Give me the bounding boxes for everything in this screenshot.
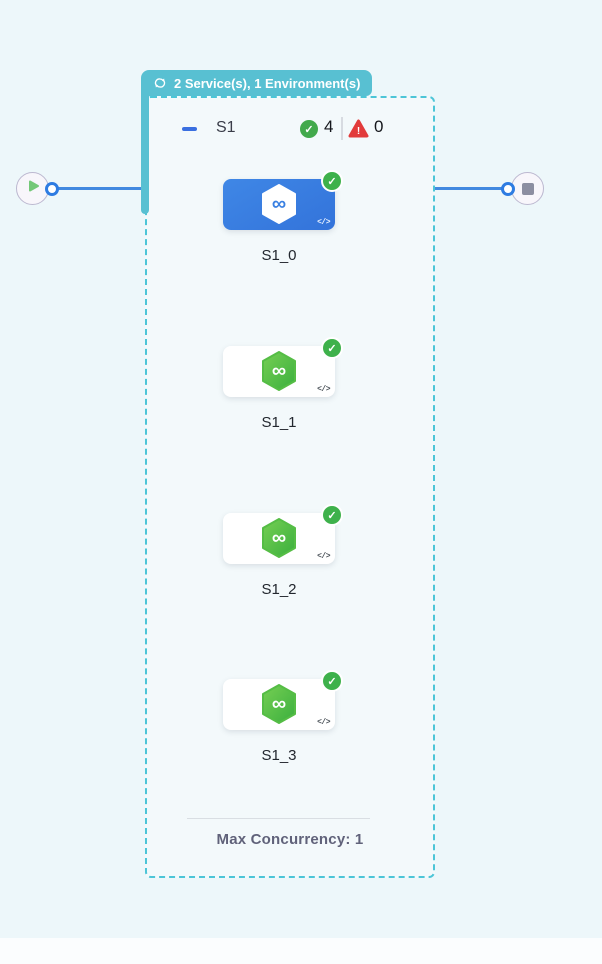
svg-text:!: ! (357, 126, 360, 137)
stage-badge-tail (141, 94, 149, 214)
success-count: 4 (324, 117, 334, 136)
code-icon: </> (317, 552, 330, 561)
service-hexagon-icon: ∞ (261, 684, 297, 729)
svg-text:∞: ∞ (272, 693, 286, 715)
collapse-stage-icon[interactable] (182, 127, 197, 131)
service-hexagon-icon: ∞ (261, 184, 297, 229)
count-divider (341, 117, 343, 140)
success-status-icon: ✓ (321, 670, 343, 692)
step-card-s1-1[interactable]: ✓ ∞ </> (223, 337, 343, 397)
code-icon: </> (317, 718, 330, 727)
success-status-icon: ✓ (321, 170, 343, 192)
service-hexagon-icon: ∞ (261, 351, 297, 396)
failure-count: 0 (374, 117, 384, 136)
step-card-s1-0[interactable]: ✓ ∞ </> (223, 170, 343, 230)
svg-text:∞: ∞ (272, 360, 286, 382)
pipeline-start-node[interactable] (16, 172, 49, 205)
services-environments-badge[interactable]: 2 Service(s), 1 Environment(s) (141, 70, 373, 96)
stage-input-port (45, 182, 59, 196)
stage-output-port (501, 182, 515, 196)
step-label: S1_2 (261, 581, 297, 598)
stop-icon (521, 182, 534, 195)
step-label: S1_1 (261, 414, 297, 431)
svg-text:∞: ∞ (272, 193, 286, 215)
success-status-icon: ✓ (321, 504, 343, 526)
step-card-s1-3[interactable]: ✓ ∞ </> (223, 670, 343, 730)
warning-triangle-icon: ! (348, 119, 369, 144)
footer-divider (187, 818, 370, 819)
loop-icon (153, 76, 167, 90)
max-concurrency-label: Max Concurrency: 1 (216, 831, 364, 848)
step-card-s1-2[interactable]: ✓ ∞ </> (223, 504, 343, 564)
edge-start-to-stage (51, 187, 143, 190)
step-label: S1_0 (261, 247, 297, 264)
services-environments-label: 2 Service(s), 1 Environment(s) (174, 75, 361, 91)
svg-text:∞: ∞ (272, 527, 286, 549)
step-label: S1_3 (261, 747, 297, 764)
stage-name: S1 (216, 119, 236, 136)
code-icon: </> (317, 385, 330, 394)
code-icon: </> (317, 218, 330, 227)
success-check-icon: ✓ (300, 120, 318, 138)
play-icon (26, 179, 40, 198)
canvas-bottom-strip (0, 938, 602, 964)
edge-stage-to-end (435, 187, 509, 190)
success-status-icon: ✓ (321, 337, 343, 359)
pipeline-end-node[interactable] (511, 172, 544, 205)
service-hexagon-icon: ∞ (261, 518, 297, 563)
